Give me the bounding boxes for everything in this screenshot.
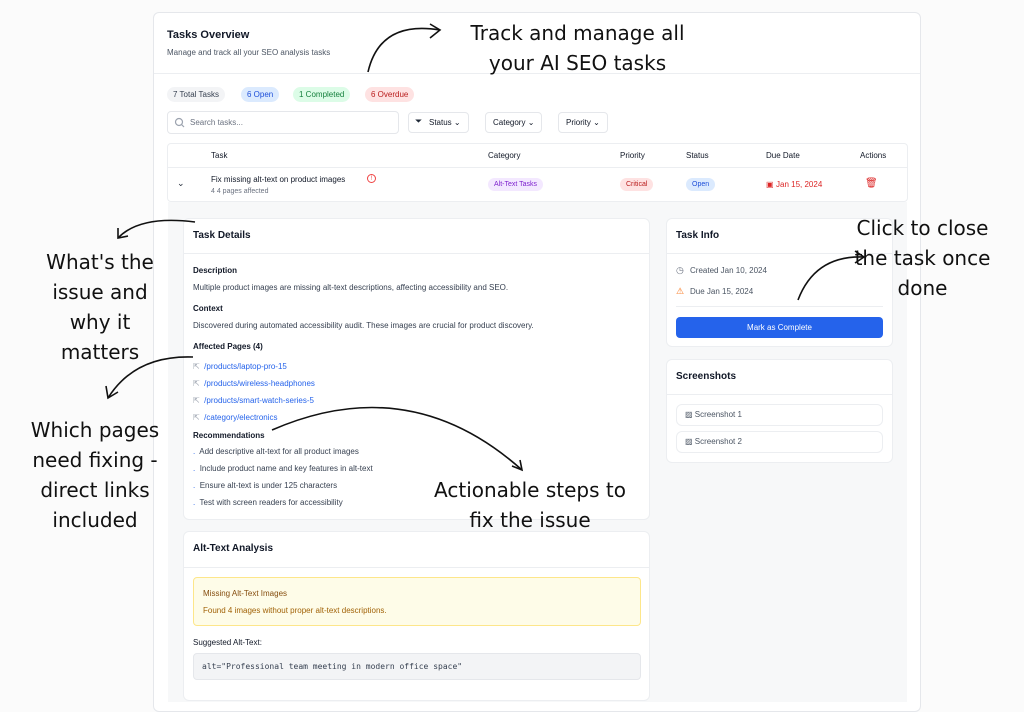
pages-affected: 4 4 pages affected [211,188,269,195]
divider [154,73,920,74]
alt-text-title: Alt-Text Analysis [193,543,274,554]
page-link-text[interactable]: /products/laptop-pro-15 [204,362,287,371]
task-details-title: Task Details [193,230,251,241]
recommendations-label: Recommendations [193,431,265,440]
task-title[interactable]: Fix missing alt-text on product images [211,175,346,184]
header-status: Status [686,151,709,160]
header-due-date: Due Date [766,151,800,160]
header-task: Task [211,151,228,160]
external-link-icon: ⇱ [193,413,200,422]
affected-pages-label: Affected Pages (4) [193,342,263,351]
page-link-text[interactable]: /products/wireless-headphones [204,379,315,388]
warning-text: Found 4 images without proper alt-text d… [203,606,387,615]
recommendation-item: . Add descriptive alt-text for all produ… [193,447,359,456]
due-date: Jan 15, 2024 [776,180,823,189]
divider [667,253,892,254]
header-actions: Actions [860,151,887,160]
annotation-track: Track and manage all your AI SEO tasks [470,21,685,75]
page-link[interactable]: ⇱ /products/laptop-pro-15 [193,356,315,373]
context-label: Context [193,304,223,313]
annotation-pages: Which pages need fixing - direct links i… [30,418,160,532]
page-link[interactable]: ⇱ /products/wireless-headphones [193,373,315,390]
category-filter-label: Category [493,118,526,127]
screenshots-title: Screenshots [676,371,737,382]
clock-icon: ◷ [676,265,684,275]
search-icon [174,117,185,128]
page-subtitle: Manage and track all your SEO analysis t… [167,48,331,57]
divider [184,567,649,568]
recommendations-list: . Add descriptive alt-text for all produ… [193,447,373,515]
annotation-close: Click to close the task once done [854,216,991,300]
description-label: Description [193,266,238,275]
external-link-icon: ⇱ [193,362,200,371]
category-badge: Alt-Text Tasks [488,178,544,191]
annotation-issue: What's the issue and why it matters [46,250,154,364]
warning-icon: ⚠ [676,286,685,296]
status-filter-label: Status [429,118,452,127]
page-link-text[interactable]: /category/electronics [204,413,278,422]
open-badge: 6 Open [241,87,280,102]
annotation-steps: Actionable steps to fix the issue [434,478,626,532]
calendar-icon: ▣ [766,180,774,189]
missing-alt-warning [193,577,641,626]
divider [676,306,883,307]
image-icon: ▨ [685,437,693,446]
screenshot-item[interactable]: ▨ Screenshot 1 [676,404,883,426]
task-details-card [183,218,650,520]
suggested-alt-code: alt="Professional team meeting in modern… [193,653,641,680]
external-link-icon: ⇱ [193,379,200,388]
delete-icon[interactable]: 🗑 [865,178,878,189]
alert-icon: ! [367,174,376,183]
divider [667,394,892,395]
overdue-badge: 6 Overdue [365,87,415,102]
category-filter[interactable]: Category ⌄ [485,112,543,133]
status-badge: Open [686,178,716,191]
recommendation-item: . Test with screen readers for accessibi… [193,498,343,507]
divider [168,167,907,168]
header-category: Category [488,151,521,160]
total-tasks-badge: 7 Total Tasks [167,87,225,102]
external-link-icon: ⇱ [193,396,200,405]
image-icon: ▨ [685,410,693,419]
mark-complete-button[interactable]: Mark as Complete [676,317,883,338]
tasks-table [167,143,908,202]
page-title: Tasks Overview [167,29,250,41]
page-link[interactable]: ⇱ /products/smart-watch-series-5 [193,390,315,407]
created-date: Created Jan 10, 2024 [690,266,767,275]
completed-badge: 1 Completed [293,87,351,102]
due-info: Due Jan 15, 2024 [690,287,754,296]
page-link-text[interactable]: /products/smart-watch-series-5 [204,396,314,405]
priority-filter-label: Priority [566,118,591,127]
screenshot-item[interactable]: ▨ Screenshot 2 [676,431,883,453]
warning-title: Missing Alt-Text Images [203,589,288,598]
filter-icon: ⏷ [415,116,423,126]
task-info-title: Task Info [676,230,720,241]
recommendation-item: . Ensure alt-text is under 125 character… [193,481,338,490]
status-filter[interactable]: Status ⌄ [408,112,469,133]
annotation-arrows [105,23,866,472]
suggested-label: Suggested Alt-Text: [193,638,262,647]
description-text: Multiple product images are missing alt-… [193,283,509,292]
context-text: Discovered during automated accessibilit… [193,321,534,330]
search-input[interactable]: Search tasks... [167,111,399,134]
priority-filter[interactable]: Priority ⌄ [558,112,608,133]
recommendation-item: . Include product name and key features … [193,464,373,473]
page-link[interactable]: ⇱ /category/electronics [193,407,315,424]
affected-pages-list: ⇱ /products/laptop-pro-15 ⇱ /products/wi… [193,356,315,424]
header-priority: Priority [620,151,645,160]
priority-badge: Critical [620,178,654,191]
divider [184,253,649,254]
collapse-chevron-icon[interactable]: ⌄ [177,178,185,188]
